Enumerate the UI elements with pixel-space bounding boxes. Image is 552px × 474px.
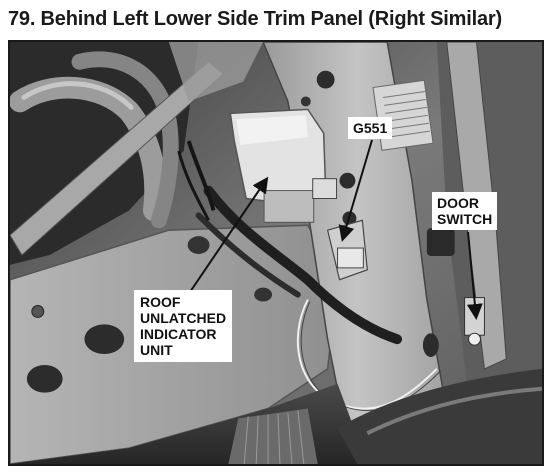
vehicle-interior-photo	[8, 40, 544, 466]
sticker-lines	[383, 91, 430, 138]
latch-block	[426, 228, 455, 256]
pillar-hole	[339, 172, 356, 189]
panel-hole	[187, 236, 210, 254]
sill-highlight	[366, 386, 542, 436]
pipe-left-highlight	[21, 81, 134, 110]
callout-g551: G551	[348, 117, 393, 139]
callout-door-switch: DOOR SWITCH	[432, 192, 498, 230]
door-switch-plunger	[468, 332, 481, 346]
figure-title: 79. Behind Left Lower Side Trim Panel (R…	[8, 8, 502, 30]
top-bar	[168, 42, 264, 102]
callout-roof-unlatched-indicator-unit: ROOF UNLATCHED INDICATOR UNIT	[134, 290, 233, 362]
indicator-module-face	[236, 115, 308, 146]
pillar-hole	[300, 96, 311, 107]
door-switch-body	[464, 297, 485, 336]
connector-small	[312, 178, 338, 200]
panel-hole	[26, 364, 63, 393]
connector-g551	[337, 247, 364, 269]
panel-bolt	[31, 305, 45, 318]
photo-illustration	[10, 42, 542, 464]
warning-sticker	[372, 79, 434, 151]
panel-hole	[254, 287, 273, 302]
pillar-hole	[316, 70, 335, 89]
pipe-left	[10, 76, 167, 222]
ribbon-cable	[228, 408, 318, 464]
sill-plate	[337, 368, 542, 464]
ribbon-cable-stripes	[243, 410, 305, 464]
panel-hole	[84, 324, 125, 355]
pillar-hole	[422, 333, 439, 358]
module-bracket	[263, 190, 315, 223]
